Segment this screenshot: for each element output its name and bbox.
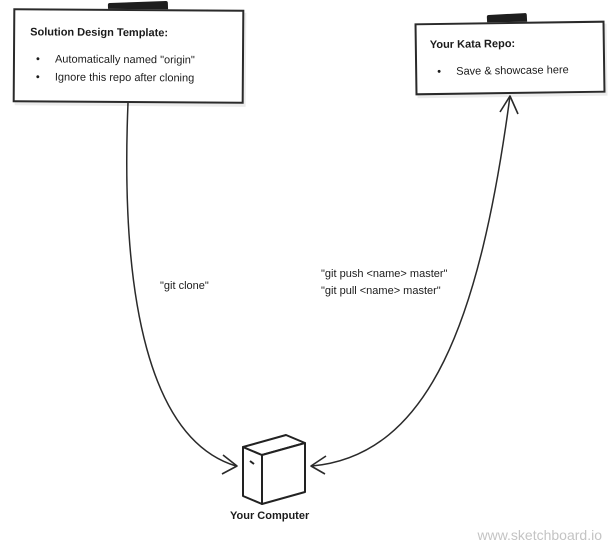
list-item-text: Ignore this repo after cloning [54, 71, 195, 85]
bullet-icon: • [437, 65, 442, 79]
push-pull-connector [311, 95, 511, 467]
list-item-text: Save & showcase here [456, 64, 569, 78]
push-pull-arrowhead-bottom-icon [310, 455, 327, 475]
computer-tower-icon [242, 434, 306, 505]
template-note-list: • Automatically named "origin" • Ignore … [36, 53, 195, 90]
list-item: • Save & showcase here [437, 64, 569, 84]
bullet-icon: • [35, 53, 40, 66]
git-clone-label: "git clone" [160, 280, 209, 292]
git-push-label: "git push <name> master" [321, 268, 448, 280]
watermark: www.sketchboard.io [477, 527, 602, 543]
kata-note-title: Your Kata Repo: [429, 37, 516, 52]
list-item-text: Automatically named "origin" [54, 53, 195, 67]
template-note-title: Solution Design Template: [30, 26, 169, 40]
push-pull-arrowhead-top-icon [499, 95, 519, 115]
computer-label: Your Computer [230, 510, 310, 522]
template-note[interactable]: Solution Design Template: • Automaticall… [12, 8, 245, 104]
clone-connector [126, 102, 237, 467]
git-pull-label: "git pull <name> master" [321, 285, 441, 297]
kata-note[interactable]: Your Kata Repo: • Save & showcase here [414, 20, 606, 96]
list-item: • Automatically named "origin" [36, 53, 195, 72]
bullet-icon: • [35, 71, 40, 84]
clone-arrowhead-icon [221, 454, 238, 475]
list-item: • Ignore this repo after cloning [36, 71, 195, 90]
kata-note-list: • Save & showcase here [437, 64, 569, 84]
